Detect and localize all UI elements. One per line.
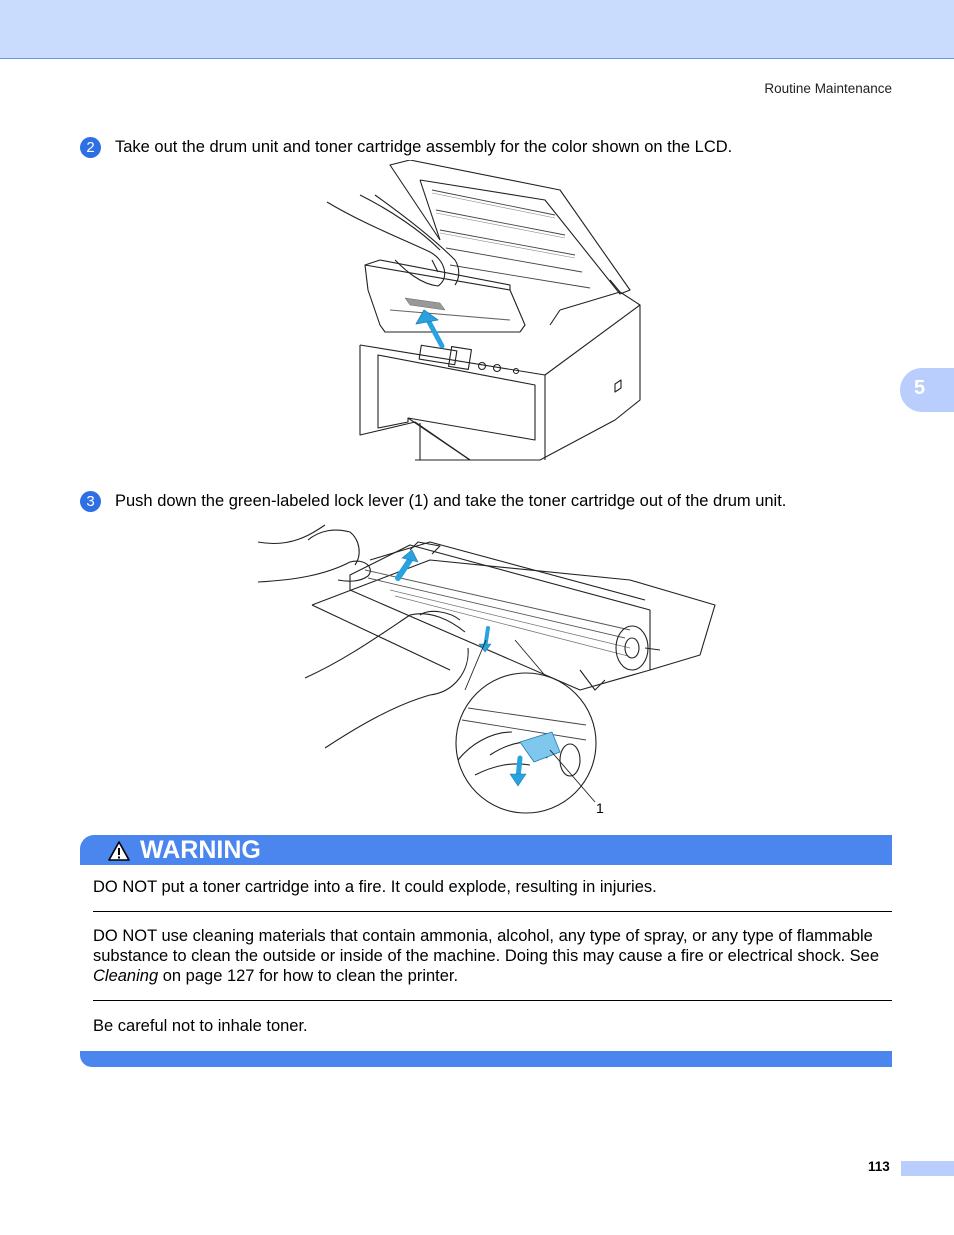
- chapter-tab: 5: [900, 368, 954, 412]
- warning-bottom-bar: [80, 1051, 892, 1067]
- warning-item-cleaning-materials: DO NOT use cleaning materials that conta…: [93, 926, 893, 986]
- chapter-number: 5: [914, 377, 926, 399]
- step-number-badge: 2: [80, 137, 101, 158]
- step-text: Push down the green-labeled lock lever (…: [115, 492, 787, 510]
- warning-text: on page 127 for how to clean the printer…: [158, 967, 459, 985]
- warning-triangle-icon: [108, 841, 130, 861]
- warning-title: WARNING: [140, 836, 261, 864]
- warning-item-fire: DO NOT put a toner cartridge into a fire…: [93, 878, 657, 896]
- figure-callout-1: 1: [596, 800, 604, 816]
- drum-unit-lever-illustration: [257, 524, 716, 814]
- page-number: 113: [868, 1159, 890, 1174]
- cleaning-page-link[interactable]: Cleaning: [93, 967, 159, 985]
- header-band: [0, 0, 954, 59]
- running-header: Routine Maintenance: [764, 81, 892, 96]
- page-tab: [901, 1161, 954, 1176]
- step-number-badge: 3: [80, 491, 101, 512]
- printer-open-cover-illustration: [326, 160, 641, 461]
- divider: [93, 911, 892, 912]
- warning-banner: WARNING: [80, 835, 892, 865]
- step-text: Take out the drum unit and toner cartrid…: [115, 138, 733, 156]
- warning-text: DO NOT use cleaning materials that conta…: [93, 927, 880, 965]
- warning-item-inhale: Be careful not to inhale toner.: [93, 1017, 308, 1035]
- divider: [93, 1000, 892, 1001]
